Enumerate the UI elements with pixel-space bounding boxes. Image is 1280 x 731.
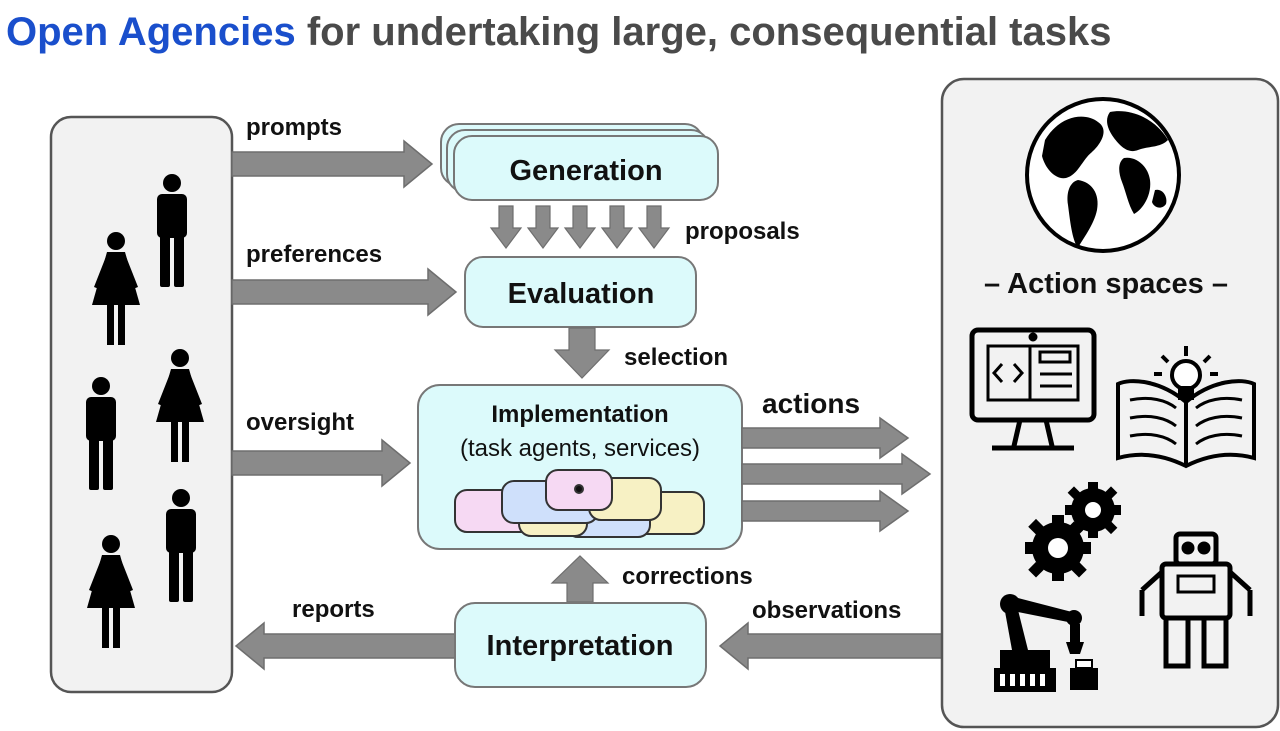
prompts-arrow [231, 139, 434, 189]
generation-label: Generation [509, 155, 662, 187]
observations-arrow [718, 621, 943, 671]
preferences-label: preferences [246, 241, 382, 268]
oversight-label: oversight [246, 409, 354, 436]
robot-icon [1139, 531, 1253, 669]
selection-label: selection [624, 344, 728, 371]
robot-arm-icon [994, 594, 1098, 692]
selection-arrow [553, 327, 611, 379]
generation-box: Generation [440, 123, 719, 201]
actions-arrows [741, 416, 932, 533]
title-highlight: Open Agencies [6, 10, 296, 54]
actions-label: actions [762, 388, 860, 419]
open-book-lightbulb-icon [1116, 346, 1256, 469]
prompts-label: prompts [246, 114, 342, 141]
interpretation-box: Interpretation [454, 602, 707, 688]
oversight-arrow [231, 438, 412, 488]
corrections-arrow [550, 555, 610, 603]
observations-label: observations [752, 597, 901, 624]
stakeholders-panel [49, 115, 234, 694]
action-spaces-heading: – Action spaces – [984, 268, 1228, 300]
reports-arrow [234, 621, 459, 671]
preferences-arrow [231, 267, 458, 317]
computer-code-icon [969, 327, 1097, 451]
proposals-label: proposals [685, 218, 800, 245]
task-agents-cluster [454, 469, 705, 538]
corrections-label: corrections [622, 563, 753, 590]
diagram-title: Open Agencies for undertaking large, con… [6, 10, 1111, 54]
globe-icon [1025, 97, 1181, 253]
gears-icon [1025, 482, 1121, 581]
reports-label: reports [292, 596, 375, 623]
evaluation-box: Evaluation [464, 256, 697, 328]
implementation-sublabel: (task agents, services) [460, 435, 700, 462]
evaluation-label: Evaluation [508, 278, 655, 310]
implementation-box: Implementation (task agents, services) [417, 384, 743, 550]
left-arrows [231, 139, 459, 671]
interpretation-label: Interpretation [487, 630, 674, 662]
implementation-label: Implementation [491, 401, 668, 428]
title-rest: for undertaking large, consequential tas… [296, 10, 1112, 54]
proposals-arrows [489, 205, 671, 249]
